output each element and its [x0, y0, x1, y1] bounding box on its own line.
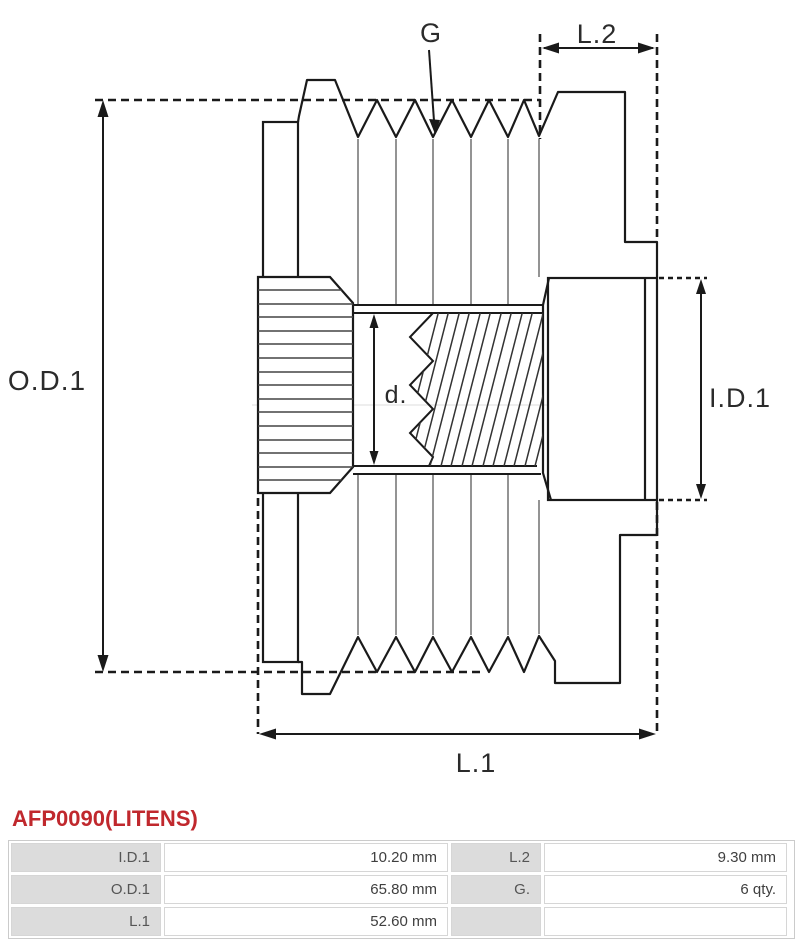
- groove-pointer-g: G: [420, 18, 442, 134]
- thread-bore-hatched: [408, 312, 543, 467]
- dimension-l1: L.1: [259, 728, 656, 778]
- groove-projection-lines: [357, 139, 540, 635]
- id1-label: I.D.1: [709, 383, 771, 413]
- l1-label: L.1: [456, 748, 497, 778]
- spec-label-cell: L.2: [451, 843, 541, 872]
- spec-value-cell: 10.20 mm: [164, 843, 448, 872]
- dimension-od1: O.D.1: [8, 100, 109, 672]
- technical-drawing: O.D.1 I.D.1 d. L.1 L.2: [8, 18, 771, 778]
- g-label: G: [420, 18, 442, 48]
- spec-value-cell: 65.80 mm: [164, 875, 448, 904]
- spec-value-cell: [544, 907, 787, 936]
- l2-label: L.2: [577, 19, 618, 49]
- part-number-title: AFP0090(LITENS): [12, 806, 198, 831]
- spec-label-cell: G.: [451, 875, 541, 904]
- construction-lines: [95, 34, 707, 734]
- spec-label-cell: [451, 907, 541, 936]
- clutch-hub-hatched: [256, 275, 355, 495]
- spec-label-cell: O.D.1: [11, 875, 161, 904]
- dimension-id1: I.D.1: [696, 279, 771, 499]
- spec-value-cell: 6 qty.: [544, 875, 787, 904]
- dimension-d: d.: [369, 314, 408, 465]
- pulley-top-profile: [296, 78, 659, 278]
- bore-edge-lines: [353, 304, 543, 475]
- d-label: d.: [385, 381, 408, 409]
- spec-value-cell: 52.60 mm: [164, 907, 448, 936]
- pulley-bottom-profile: [298, 500, 659, 696]
- od1-label: O.D.1: [8, 365, 86, 396]
- spec-label-cell: L.1: [11, 907, 161, 936]
- dimension-l2: L.2: [542, 19, 655, 54]
- spec-label-cell: I.D.1: [11, 843, 161, 872]
- end-cap: [541, 276, 659, 502]
- spec-value-cell: 9.30 mm: [544, 843, 787, 872]
- spec-table: I.D.1 10.20 mm L.2 9.30 mm O.D.1 65.80 m…: [8, 840, 795, 939]
